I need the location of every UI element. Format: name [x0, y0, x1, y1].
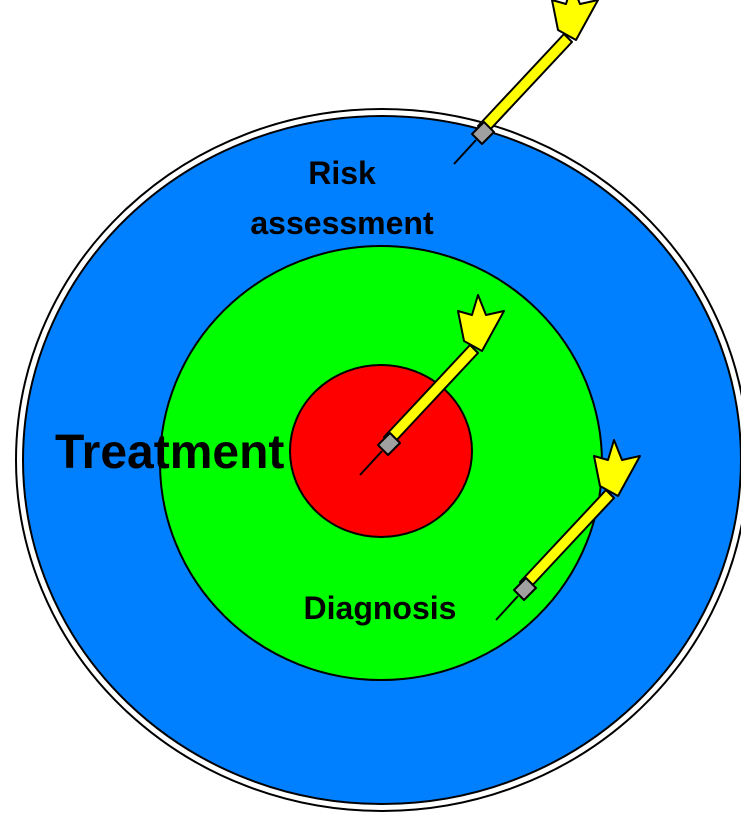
- treatment-label: Treatment: [55, 426, 284, 479]
- diagnosis-label: Diagnosis: [304, 590, 457, 626]
- risk-assessment-label-line2: assessment: [250, 205, 434, 241]
- risk-assessment-label-line1: Risk: [308, 155, 376, 191]
